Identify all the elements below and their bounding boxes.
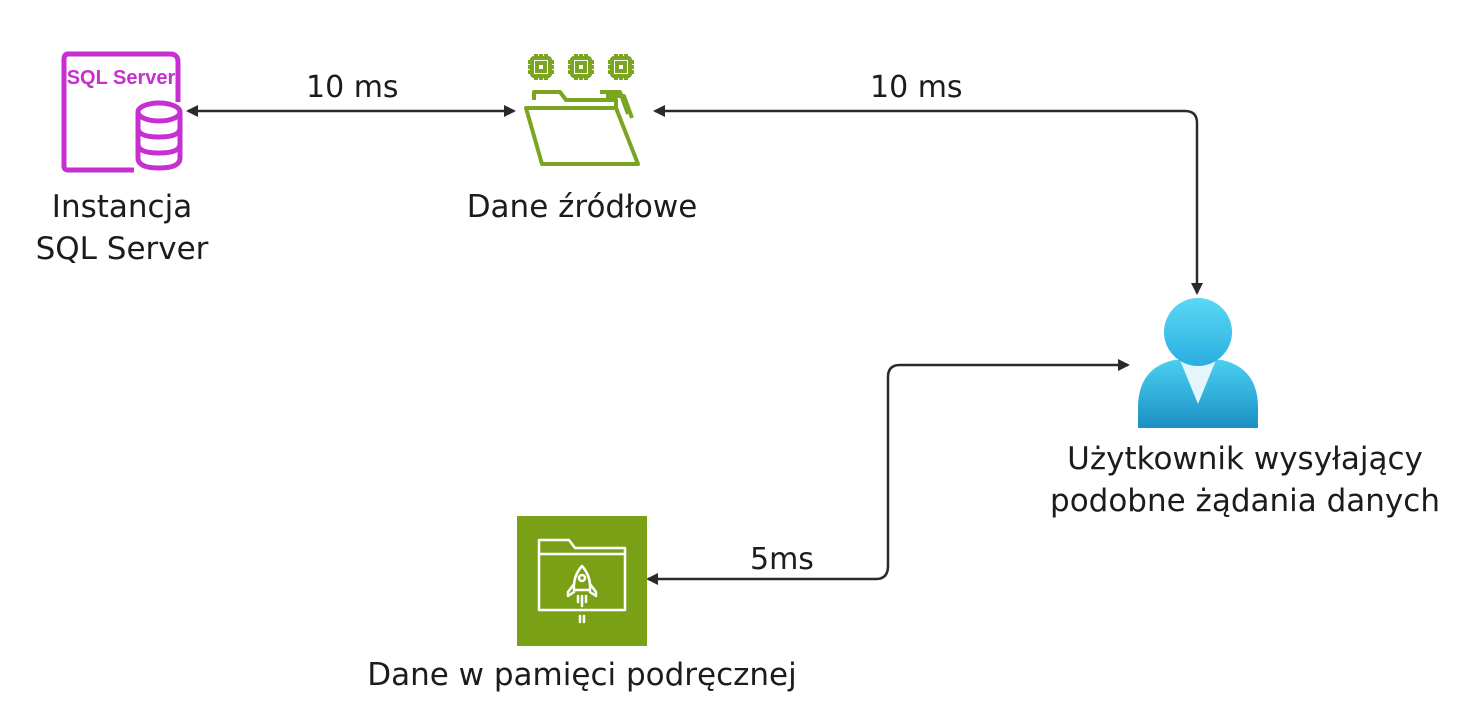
edge-label-source-user: 10 ms — [870, 70, 963, 105]
user-label-line1: Użytkownik wysyłający — [1067, 441, 1423, 477]
edge-label-sql-source: 10 ms — [306, 70, 399, 105]
sql-server-label-line2: SQL Server — [35, 231, 209, 267]
user-icon — [1138, 298, 1258, 428]
sql-server-database-icon: SQL Server — [61, 51, 183, 173]
edge-label-user-cache: 5ms — [750, 542, 814, 577]
rocket-folder-icon — [517, 516, 647, 646]
chip-folder-icon — [524, 54, 640, 166]
sql-icon-text: SQL Server — [67, 67, 176, 89]
cache-data-label: Dane w pamięci podręcznej — [367, 657, 797, 693]
user-label-line2: podobne żądania danych — [1050, 483, 1440, 519]
sql-server-label-line1: Instancja — [51, 189, 193, 225]
user-label: Użytkownik wysyłający podobne żądania da… — [1040, 438, 1450, 522]
edge-source-user — [653, 105, 1203, 295]
sql-server-label: Instancja SQL Server — [20, 186, 224, 270]
source-data-label: Dane źródłowe — [466, 189, 698, 225]
edge-user-cache — [646, 359, 1130, 585]
